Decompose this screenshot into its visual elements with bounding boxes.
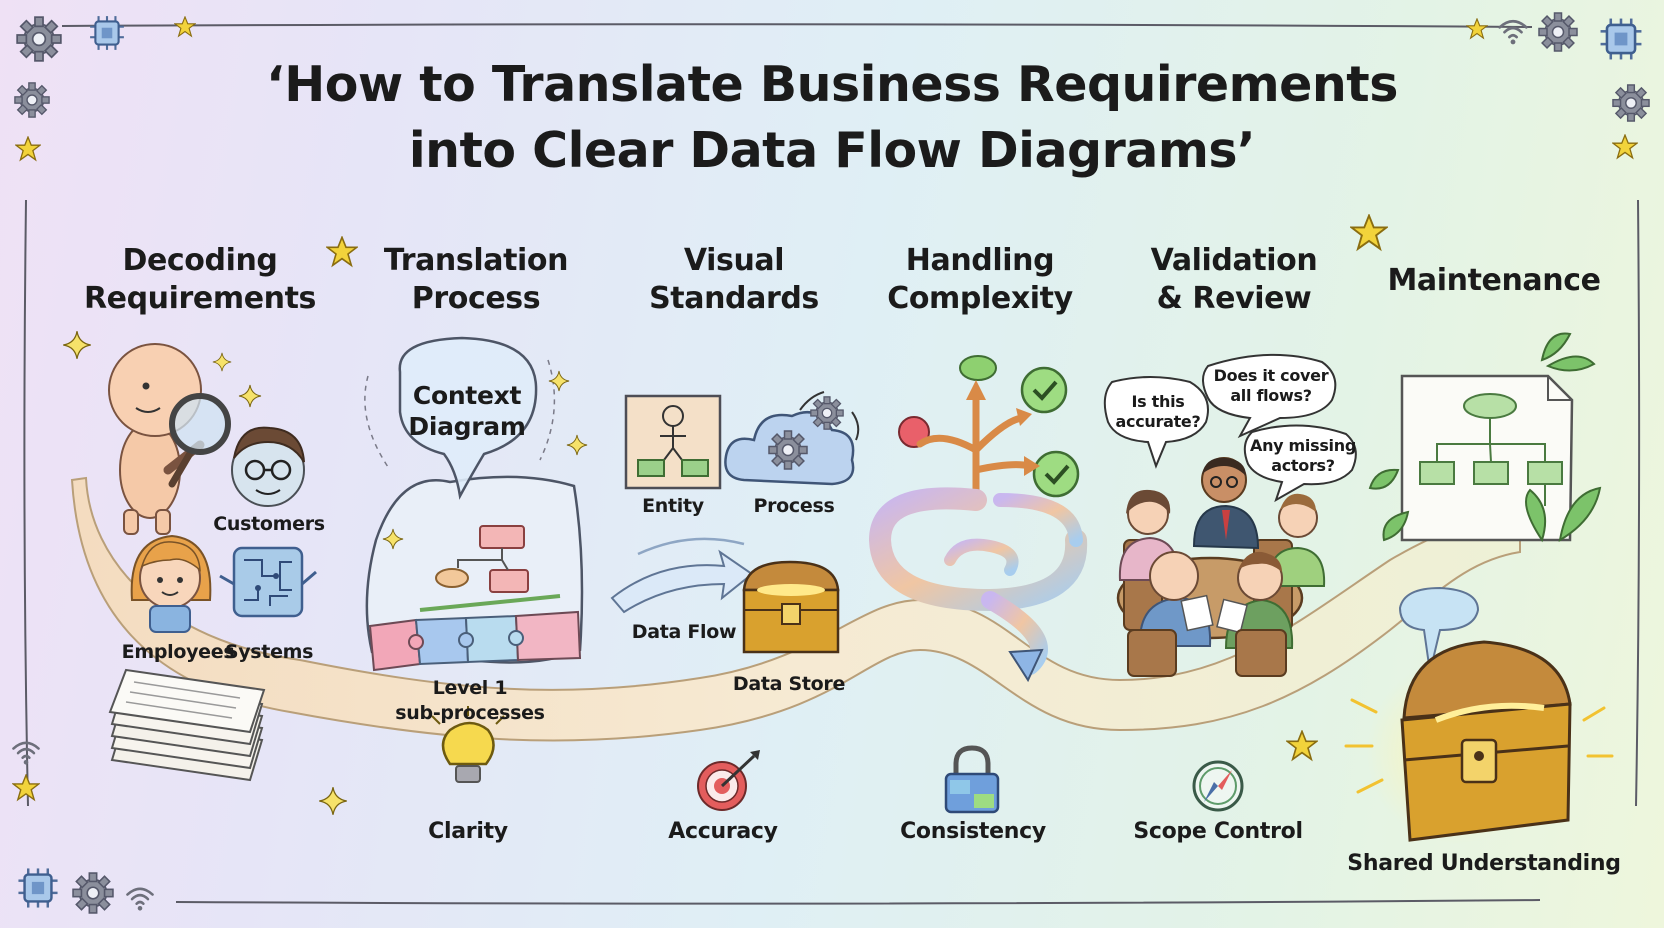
- data-flow-label: Data Flow: [631, 621, 737, 643]
- wifi-icon: [126, 887, 154, 912]
- section-heading-decoding: Decoding Requirements: [83, 243, 317, 316]
- plant-sprout: [1368, 332, 1602, 543]
- entity-card: [624, 394, 722, 490]
- question-accurate: Is this accurate?: [1115, 392, 1201, 431]
- checkmark-icon: [1020, 366, 1068, 414]
- star-icon: [326, 236, 358, 267]
- star-icon: [1286, 730, 1318, 761]
- sketch-frame: [23, 23, 1641, 905]
- question-missing-actors: Any missing actors?: [1249, 436, 1356, 475]
- value-scope-control: Scope Control: [1133, 819, 1303, 844]
- gear-icon: [1612, 84, 1650, 122]
- complexity-illustration: [868, 355, 1088, 683]
- wifi-icon: [1498, 19, 1528, 46]
- sparkle-icon: [212, 352, 232, 372]
- data-flow-arrow: [610, 537, 754, 614]
- chip-icon: [89, 15, 125, 51]
- speech-bubble: [1243, 424, 1357, 503]
- mini-flowchart: [419, 525, 561, 612]
- entity-label: Entity: [642, 495, 704, 517]
- section-heading-maintenance: Maintenance: [1387, 263, 1601, 298]
- journey-path: [70, 476, 1521, 742]
- speech-bubble: [1103, 376, 1209, 469]
- section-heading-complexity: Handling Complexity: [887, 243, 1073, 316]
- dfd-flowchart: [1419, 393, 1563, 506]
- title-line-1: ‘How to Translate Business Requirements: [266, 56, 1398, 113]
- speech-bubble: [1202, 353, 1337, 439]
- level-1-subprocesses-label: Level 1 sub-processes: [395, 677, 545, 724]
- star-icon: [1612, 134, 1638, 159]
- systems-circuit-board: [219, 546, 317, 618]
- section-heading-translation: Translation Process: [383, 243, 569, 316]
- puzzle-pieces: [368, 610, 582, 672]
- chip-icon: [17, 867, 59, 909]
- value-accuracy: Accuracy: [668, 819, 778, 844]
- review-illustration: [1103, 353, 1357, 677]
- gear-icon: [16, 16, 62, 62]
- magnifying-glass-icon: [168, 393, 231, 488]
- star-icon: [12, 774, 40, 801]
- shared-understanding-label: Shared Understanding: [1347, 851, 1621, 876]
- translation-illustration: [364, 336, 588, 672]
- chairs: [1127, 629, 1287, 677]
- process-cloud: [724, 391, 860, 486]
- document-stack: [108, 668, 266, 782]
- gear-icon: [810, 396, 844, 430]
- maintenance-illustration: [1344, 332, 1614, 844]
- sparkle-icon: [238, 384, 262, 408]
- sparkle-icon: [62, 330, 92, 360]
- data-store-label: Data Store: [732, 673, 846, 695]
- context-bubble: [398, 336, 538, 500]
- section-heading-validation: Validation & Review: [1150, 243, 1318, 316]
- process-label: Process: [753, 495, 835, 517]
- star-icon: [15, 136, 41, 161]
- chip-icon: [1599, 17, 1643, 61]
- title-line-2: into Clear Data Flow Diagrams’: [408, 122, 1256, 179]
- value-clarity: Clarity: [428, 819, 508, 844]
- visual-standards-illustration: [610, 391, 860, 654]
- star-icon: [1466, 18, 1488, 39]
- branching-arrows: [916, 392, 1034, 504]
- star-icon: [1350, 214, 1388, 250]
- employee-avatar: [130, 534, 212, 633]
- speech-bubble: [1398, 586, 1480, 673]
- star-icon: [174, 16, 196, 37]
- employees-label: Employees: [121, 641, 235, 663]
- lightbulb-icon: [431, 706, 505, 783]
- page-title: ‘How to Translate Business Requirements …: [132, 52, 1532, 184]
- checkmark-icon: [1032, 450, 1080, 498]
- gear-icon: [14, 82, 50, 118]
- context-diagram-label: Context Diagram: [408, 381, 526, 441]
- gear-icon: [1538, 12, 1578, 52]
- padlock-icon: [944, 745, 1000, 814]
- target-icon: [697, 750, 760, 811]
- gear-icon: [72, 872, 114, 914]
- treasure-chest-icon: [742, 560, 840, 654]
- sparkle-icon: [318, 786, 348, 816]
- customer-avatar: [231, 426, 305, 507]
- decoding-illustration: [108, 343, 317, 782]
- systems-label: Systems: [224, 641, 314, 663]
- team-member: [1192, 457, 1260, 550]
- question-cover-flows: Does it cover all flows?: [1213, 366, 1329, 405]
- gear-icon: [768, 430, 808, 470]
- treasure-chest-icon: [1400, 640, 1572, 842]
- sparkle-icon: [566, 434, 588, 456]
- customers-label: Customers: [213, 513, 325, 535]
- section-heading-visual: Visual Standards: [649, 243, 819, 316]
- team-member: [1118, 489, 1180, 581]
- value-consistency: Consistency: [900, 819, 1046, 844]
- compass-icon: [1192, 760, 1244, 812]
